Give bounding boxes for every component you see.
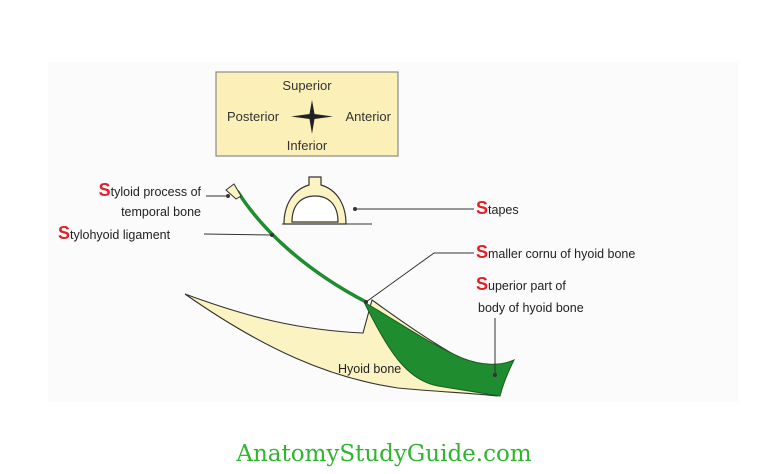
styloid-pointer-dot [226, 194, 230, 198]
stapes-shape [282, 176, 372, 225]
smaller-cornu-label: Smaller cornu of hyoid bone [476, 242, 635, 262]
orientation-compass: Superior Inferior Posterior Anterior [215, 71, 399, 157]
superior-part-label: Superior part of [476, 274, 566, 294]
cornu-pointer-dot [364, 300, 368, 304]
hyoid-bone-label: Hyoid bone [338, 362, 401, 376]
hyoid-superior-part-shape [362, 300, 516, 397]
posterior-label: Posterior [227, 109, 280, 124]
stylohyoid-ligament-shape [236, 190, 368, 304]
styloid-process-label-line2: temporal bone [121, 205, 201, 219]
orientation-box [215, 71, 399, 157]
superior-label: Superior [282, 78, 332, 93]
superior-part-label-line2: body of hyoid bone [478, 301, 584, 315]
leader-lines [203, 195, 496, 375]
styloid-process-shape [225, 183, 242, 200]
superior-part-pointer-dot [493, 373, 497, 377]
compass-star-icon [291, 100, 333, 134]
ligament-pointer-dot [270, 233, 274, 237]
inferior-label: Inferior [287, 138, 328, 153]
anterior-label: Anterior [345, 109, 391, 124]
footer-watermark: AnatomyStudyGuide.com [235, 441, 531, 467]
stylohyoid-ligament-label: Stylohyoid ligament [58, 223, 171, 243]
stapes-label: Stapes [476, 198, 519, 218]
stapes-pointer-dot [353, 207, 357, 211]
styloid-process-label: Styloid process of [99, 180, 202, 200]
